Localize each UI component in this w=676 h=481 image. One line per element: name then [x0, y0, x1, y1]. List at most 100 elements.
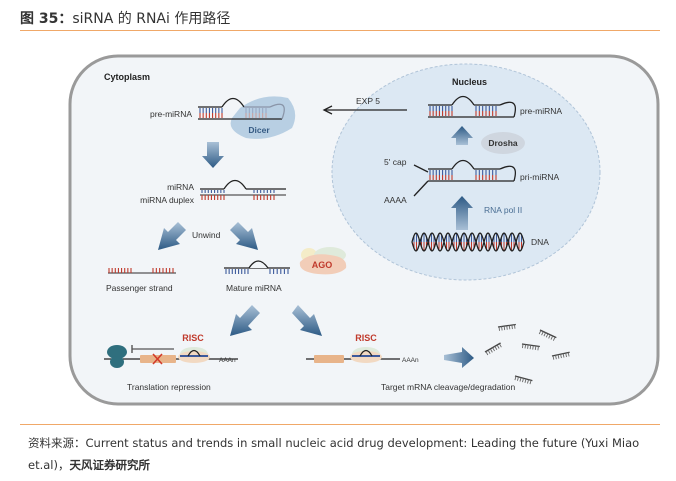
dna-label: DNA: [531, 237, 549, 247]
base-pair-tick: [508, 325, 511, 330]
base-pair-tick: [498, 343, 502, 348]
exp5-arrowhead-icon: [322, 105, 333, 115]
source-prefix: 资料来源：: [28, 436, 86, 450]
base-pair-tick: [501, 326, 503, 331]
cleavage-label: Target mRNA cleavage/degradation: [381, 382, 515, 392]
figure-title: 图 35：siRNA 的 RNAi 作用路径: [20, 8, 230, 28]
exp5-label: EXP 5: [356, 96, 380, 106]
arrow-to-degradation: [444, 347, 474, 368]
base-pair-tick: [527, 344, 529, 349]
base-pair-tick: [521, 344, 524, 349]
base-pair-tick: [524, 344, 527, 349]
dna-strand: [411, 232, 525, 252]
polya-label: AAAA: [384, 195, 407, 205]
translation-repression-complex: [104, 345, 238, 368]
base-pair-tick: [557, 354, 560, 359]
base-pair-tick: [514, 375, 533, 382]
risc-label-right: RISC: [355, 333, 377, 343]
source-org: 天风证券研究所: [69, 458, 150, 472]
arrow-to-translation-repression: [230, 305, 260, 336]
base-pair-tick: [514, 376, 517, 381]
cytoplasm-label: Cytoplasm: [104, 72, 150, 82]
source-divider: [20, 424, 660, 425]
base-pair-tick: [552, 336, 556, 341]
translation-repression-label: Translation repression: [127, 382, 211, 392]
source-note: 资料来源：Current status and trends in small …: [28, 432, 660, 476]
mrna-fragment: [521, 343, 540, 351]
figure-number: 图 35：: [20, 11, 73, 27]
mrna-fragment: [484, 342, 502, 356]
base-pair-tick: [511, 324, 513, 330]
arrow-dicer-to-duplex: [202, 142, 224, 168]
base-pair-tick: [543, 332, 547, 337]
base-pair-tick: [517, 376, 519, 381]
base-pair-tick: [552, 355, 555, 360]
mature-mirna-label: Mature miRNA: [226, 283, 282, 293]
arrow-pri-to-pre: [451, 126, 473, 145]
mature-mirna: [224, 260, 290, 274]
mirna-label: miRNA: [167, 182, 194, 192]
base-pair-tick: [537, 346, 539, 351]
degraded-mrna-fragments: [484, 323, 570, 385]
arrow-to-mature-mirna: [230, 222, 258, 250]
base-pair-tick: [496, 344, 500, 349]
mrna-fragment: [538, 329, 557, 341]
base-pair-tick: [485, 351, 489, 356]
base-pair-tick: [567, 352, 570, 357]
base-pair-tick: [484, 342, 501, 353]
base-pair-tick: [529, 380, 532, 385]
pri-mirna-hairpin: [413, 159, 517, 197]
orf-region-right: [314, 355, 344, 363]
figure-title-text: siRNA 的 RNAi 作用路径: [72, 11, 231, 27]
ribosome-small-subunit-icon: [110, 356, 124, 368]
nucleus-pre-mirna-label: pre-miRNA: [520, 106, 562, 116]
base-pair-tick: [532, 345, 534, 350]
ago-label: AGO: [312, 260, 333, 270]
arrow-dna-to-pri: [451, 196, 473, 230]
base-pair-tick: [497, 323, 516, 328]
mirna-duplex-label: miRNA duplex: [140, 195, 195, 205]
mrna-cleavage-complex: [306, 347, 400, 363]
base-pair-tick: [489, 348, 493, 353]
title-divider: [20, 30, 660, 31]
passenger-strand: [108, 268, 176, 274]
source-citation: Current status and trends in small nucle…: [28, 436, 640, 472]
base-pair-tick: [519, 377, 522, 382]
polya-tail-right: AAAn: [402, 357, 419, 364]
base-pair-tick: [551, 351, 570, 357]
base-pair-tick: [494, 346, 498, 350]
arrow-to-mrna-cleavage: [292, 305, 322, 336]
base-pair-tick: [562, 353, 565, 358]
passenger-strand-label: Passenger strand: [106, 283, 173, 293]
base-pair-tick: [560, 354, 562, 359]
cytoplasm-pre-mirna-hairpin: [198, 97, 285, 120]
dna-double-helix: [411, 232, 525, 252]
mirna-duplex: [200, 179, 286, 200]
nucleus-pre-mirna-hairpin: [428, 95, 517, 118]
base-pair-tick: [487, 349, 491, 354]
blocked-x-icon: [152, 353, 163, 365]
mrna-fragment: [514, 375, 533, 385]
ribosome-large-subunit-icon: [107, 345, 127, 359]
mrna-fragment: [497, 323, 516, 331]
base-pair-tick: [527, 379, 529, 384]
drosha-label: Drosha: [488, 138, 518, 148]
ago-protein: [299, 247, 347, 275]
arrow-to-passenger-strand: [158, 222, 186, 250]
base-pair-tick: [565, 352, 567, 358]
nucleus-label: Nucleus: [452, 77, 487, 87]
rna-pol-label: RNA pol II: [484, 205, 522, 215]
pri-mirna-label: pri-miRNA: [520, 172, 560, 182]
base-pair-tick: [550, 335, 554, 340]
unwind-label: Unwind: [192, 230, 221, 240]
base-pair-tick: [555, 355, 557, 360]
base-pair-tick: [541, 331, 544, 336]
base-pair-tick: [538, 330, 542, 335]
base-pair-tick: [498, 326, 500, 331]
base-pair-tick: [539, 329, 557, 339]
risc-label-left: RISC: [182, 333, 204, 343]
base-pair-tick: [503, 326, 506, 331]
drosha-enzyme: [481, 132, 525, 154]
polya-tail-left: AAAn: [219, 357, 236, 364]
